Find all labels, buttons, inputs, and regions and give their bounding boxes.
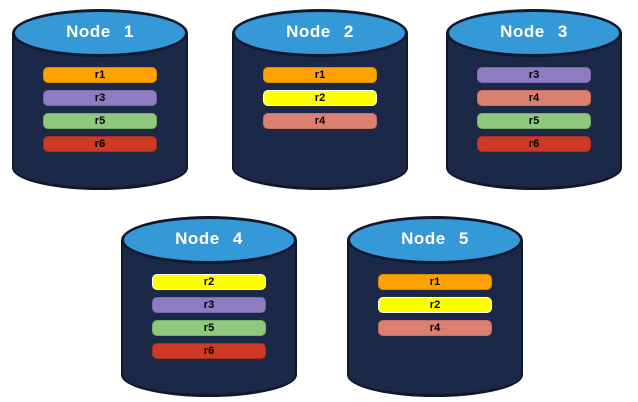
replica-bar-r6: r6 <box>477 136 591 152</box>
replica-bar-r1: r1 <box>43 67 157 83</box>
replica-label: r4 <box>429 321 441 334</box>
replica-label: r6 <box>94 137 106 150</box>
replica-bar-r3: r3 <box>152 297 266 313</box>
cylinder-body <box>446 33 622 190</box>
replica-label: r5 <box>528 114 540 127</box>
replica-list: r1 r3 r5 r6 <box>12 67 188 152</box>
replica-bar-r5: r5 <box>477 113 591 129</box>
node-label: Node 3 <box>500 22 568 41</box>
cylinder-top: Node 2 <box>232 9 408 57</box>
replica-label: r1 <box>94 68 106 81</box>
replica-bar-r2: r2 <box>263 90 377 106</box>
cylinder-top: Node 1 <box>12 9 188 57</box>
replica-bar-r6: r6 <box>152 343 266 359</box>
node-cylinder-4: Node 4 r2 r3 r5 r6 <box>121 216 297 397</box>
replica-bar-r2: r2 <box>378 297 492 313</box>
replica-list: r2 r3 r5 r6 <box>121 274 297 359</box>
replica-label: r3 <box>203 298 215 311</box>
replica-label: r3 <box>528 68 540 81</box>
replica-label: r5 <box>94 114 106 127</box>
replica-list: r1 r2 r4 <box>347 274 523 336</box>
cylinder-top: Node 3 <box>446 9 622 57</box>
node-cylinder-2: Node 2 r1 r2 r4 <box>232 9 408 190</box>
replica-bar-r4: r4 <box>263 113 377 129</box>
replica-bar-r6: r6 <box>43 136 157 152</box>
cylinder-top: Node 4 <box>121 216 297 264</box>
node-label: Node 4 <box>175 229 243 248</box>
replica-list: r1 r2 r4 <box>232 67 408 129</box>
replica-label: r6 <box>203 344 215 357</box>
replica-label: r6 <box>528 137 540 150</box>
replica-label: r1 <box>429 275 441 288</box>
node-label: Node 2 <box>286 22 354 41</box>
node-cylinder-5: Node 5 r1 r2 r4 <box>347 216 523 397</box>
node-label: Node 5 <box>401 229 469 248</box>
replica-label: r4 <box>314 114 326 127</box>
cylinder-body <box>347 240 523 397</box>
replica-label: r5 <box>203 321 215 334</box>
cylinder-top: Node 5 <box>347 216 523 264</box>
replica-label: r4 <box>528 91 540 104</box>
node-label: Node 1 <box>66 22 134 41</box>
replica-label: r2 <box>203 275 215 288</box>
replica-bar-r3: r3 <box>43 90 157 106</box>
replica-label: r2 <box>429 298 441 311</box>
replica-bar-r1: r1 <box>263 67 377 83</box>
replica-bar-r2: r2 <box>152 274 266 290</box>
replica-bar-r3: r3 <box>477 67 591 83</box>
cylinder-body <box>12 33 188 190</box>
replica-bar-r4: r4 <box>378 320 492 336</box>
replica-bar-r1: r1 <box>378 274 492 290</box>
replica-label: r1 <box>314 68 326 81</box>
cylinder-body <box>121 240 297 397</box>
node-cylinder-1: Node 1 r1 r3 r5 r6 <box>12 9 188 190</box>
replica-label: r2 <box>314 91 326 104</box>
cylinder-body <box>232 33 408 190</box>
replica-list: r3 r4 r5 r6 <box>446 67 622 152</box>
replica-bar-r4: r4 <box>477 90 591 106</box>
replica-bar-r5: r5 <box>152 320 266 336</box>
replica-bar-r5: r5 <box>43 113 157 129</box>
replica-label: r3 <box>94 91 106 104</box>
node-cylinder-3: Node 3 r3 r4 r5 r6 <box>446 9 622 190</box>
